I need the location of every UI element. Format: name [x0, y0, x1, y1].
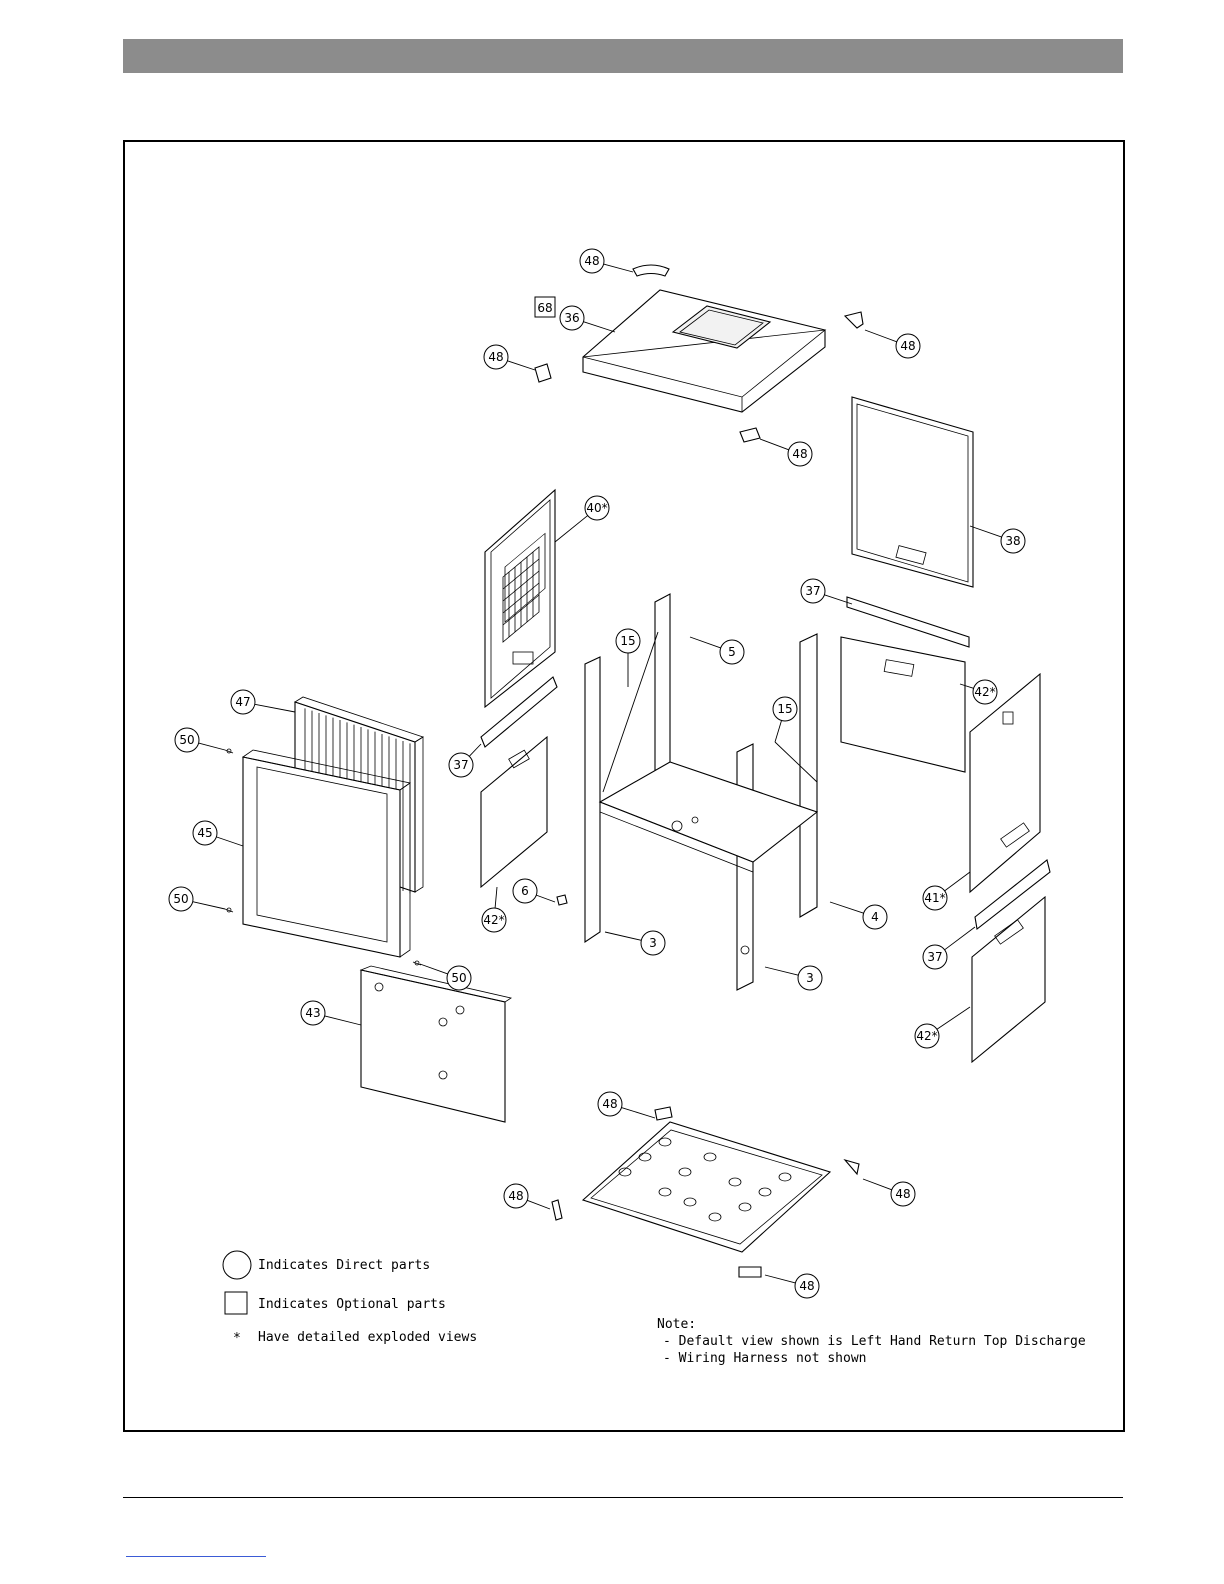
- base-pan: [583, 1122, 830, 1252]
- callout-label-50: 50: [173, 892, 188, 906]
- callout-leader: [325, 1016, 361, 1025]
- callout-label-43: 43: [305, 1006, 320, 1020]
- callout-leader: [583, 322, 615, 332]
- callout-label-3: 3: [649, 936, 657, 950]
- footer-rule: [123, 1497, 1123, 1498]
- right-door-panel: [852, 397, 973, 587]
- optional-box-label: 68: [537, 301, 552, 315]
- legend: Indicates Direct parts Indicates Optiona…: [223, 1251, 477, 1346]
- callout-leader: [621, 1108, 655, 1118]
- callout-label-6: 6: [521, 884, 529, 898]
- callout-label-5: 5: [728, 645, 736, 659]
- right-side-panels: [841, 597, 1050, 1062]
- callout-leader: [937, 1007, 970, 1029]
- callout-label-47: 47: [235, 695, 250, 709]
- callout-leader: [765, 1275, 795, 1283]
- top-panel: [583, 290, 825, 412]
- note-title: Note:: [657, 1317, 696, 1332]
- callout-label-42: 42*: [974, 685, 995, 699]
- callout-leader: [469, 744, 481, 756]
- legend-direct-text: Indicates Direct parts: [258, 1258, 430, 1273]
- note: Note: - Default view shown is Left Hand …: [657, 1317, 1086, 1366]
- legend-exploded-text: Have detailed exploded views: [258, 1330, 477, 1345]
- callout-label-48: 48: [799, 1279, 814, 1293]
- callout-leader: [690, 637, 721, 648]
- callout-label-48: 48: [584, 254, 599, 268]
- callout-leader: [765, 967, 798, 975]
- callout-leader: [199, 743, 225, 750]
- note-line-1: - Default view shown is Left Hand Return…: [663, 1334, 1086, 1349]
- callout-label-48: 48: [895, 1187, 910, 1201]
- callout-leader: [605, 932, 641, 940]
- callout-label-4: 4: [871, 910, 879, 924]
- callout-leader: [527, 1200, 550, 1209]
- callout-leader: [536, 895, 555, 902]
- callout-leader: [945, 927, 975, 950]
- callout-label-15: 15: [620, 634, 635, 648]
- callout-leader: [865, 330, 897, 342]
- callout-leader: [945, 872, 970, 891]
- optional-part-box: 68: [535, 297, 555, 317]
- control-access-panel: [485, 490, 555, 707]
- callout-leader: [555, 516, 588, 542]
- left-rail-and-panel: [481, 677, 567, 905]
- callout-label-50: 50: [451, 971, 466, 985]
- legend-optional-text: Indicates Optional parts: [258, 1297, 446, 1312]
- callout-label-36: 36: [564, 311, 579, 325]
- legend-direct-circle: [223, 1251, 251, 1279]
- callout-leader: [420, 964, 448, 974]
- callout-leader: [775, 720, 782, 742]
- footer-link-underline: [126, 1556, 266, 1557]
- callout-label-15: 15: [777, 702, 792, 716]
- legend-exploded-marker: *: [233, 1331, 241, 1346]
- header-bar: [123, 39, 1123, 73]
- callout-leader: [760, 439, 789, 450]
- callout-leader: [507, 361, 535, 370]
- callout-leader: [193, 902, 225, 909]
- bottom-front-panel: [361, 966, 511, 1122]
- callout-leader: [970, 526, 1002, 537]
- callout-label-48: 48: [488, 350, 503, 364]
- legend-optional-square: [225, 1292, 247, 1314]
- callout-label-48: 48: [508, 1189, 523, 1203]
- callout-label-45: 45: [197, 826, 212, 840]
- callout-label-50: 50: [179, 733, 194, 747]
- callout-label-40: 40*: [586, 501, 607, 515]
- callout-label-48: 48: [602, 1097, 617, 1111]
- callout-label-42: 42*: [483, 913, 504, 927]
- callout-leader: [604, 264, 633, 272]
- diagram-frame: 68 48 36 48 48 48 40* 38 37 15 5 42* 47 15 50 37 45 50 6 4…: [123, 140, 1125, 1432]
- callout-label-37: 37: [805, 584, 820, 598]
- callout-label-41: 41*: [924, 891, 945, 905]
- callout-label-42: 42*: [916, 1029, 937, 1043]
- callout-label-37: 37: [927, 950, 942, 964]
- callout-leader: [495, 887, 497, 908]
- callout-leader: [255, 704, 295, 712]
- callout-leader: [863, 1179, 892, 1190]
- callout-label-3: 3: [806, 971, 814, 985]
- note-line-2: - Wiring Harness not shown: [663, 1351, 867, 1366]
- exploded-view-diagram: 68 48 36 48 48 48 40* 38 37 15 5 42* 47 15 50 37 45 50 6 4…: [125, 142, 1123, 1430]
- callout-label-48: 48: [792, 447, 807, 461]
- callout-label-38: 38: [1005, 534, 1020, 548]
- callout-label-48: 48: [900, 339, 915, 353]
- callout-leader: [830, 902, 864, 913]
- cabinet-frame: [585, 594, 817, 990]
- callout-leader: [216, 837, 243, 846]
- callout-label-37: 37: [453, 758, 468, 772]
